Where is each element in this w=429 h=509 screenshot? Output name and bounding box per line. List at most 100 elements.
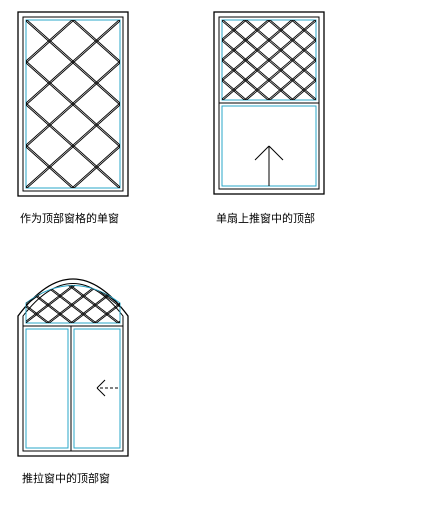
lattice-bar-up: [388, 0, 429, 120]
lattice-bar-down: [26, 285, 75, 323]
lattice-bar-up: [103, 0, 362, 120]
lattice-bar-up: [222, 20, 269, 60]
lattice-bar-down: [26, 285, 120, 323]
lattice-bar-up: [0, 0, 221, 120]
lattice-bar-up: [222, 20, 293, 80]
lattice-bar-down: [213, 0, 429, 356]
lattice-bar-down: [116, 285, 120, 323]
lattice-bar-down: [71, 285, 120, 323]
lattice-bar-down: [0, 0, 25, 356]
window-3-outer-frame: [17, 278, 129, 457]
window-1-lattice: [0, 0, 429, 356]
lattice-bar-up: [212, 160, 429, 342]
lattice-bar-up: [59, 0, 318, 120]
lattice-bar-down: [0, 0, 221, 220]
lattice-bar-down: [0, 0, 213, 356]
lattice-bar-down: [47, 285, 120, 323]
lattice-bar-down: [26, 60, 120, 146]
lattice-bar-up: [307, 0, 429, 230]
lattice-bar-down: [210, 250, 429, 432]
lattice-bar-down: [26, 285, 120, 323]
lattice-bar-down: [26, 146, 73, 188]
lattice-bar-down: [26, 285, 120, 323]
lattice-bar-up: [165, 160, 403, 342]
window-1-inner-frame: [22, 16, 124, 192]
lattice-bar-up: [26, 102, 120, 188]
lattice-bar-up: [213, 0, 429, 230]
lattice-bar-up: [364, 0, 429, 120]
lattice-bar-down: [0, 0, 244, 220]
lattice-bar-up: [338, 0, 429, 120]
lattice-bar-down: [26, 285, 49, 323]
lattice-bar-up: [142, 160, 380, 342]
lattice-bar-down: [356, 0, 429, 356]
lattice-bar-down: [26, 285, 120, 323]
lattice-bar-up: [222, 20, 224, 22]
lattice-bar-down: [362, 0, 429, 220]
lattice-bar-down: [165, 250, 403, 432]
lattice-bar-down: [26, 285, 120, 323]
lattice-bar-up: [9, 0, 268, 120]
lattice-bar-up: [26, 285, 120, 323]
lattice-bar-down: [290, 20, 316, 42]
lattice-bar-down: [189, 250, 427, 432]
lattice-bar-up: [290, 78, 316, 100]
lattice-bar-up: [385, 0, 429, 120]
lattice-bar-down: [222, 80, 246, 100]
lattice-bar-up: [187, 160, 425, 342]
lattice-bar-up: [356, 0, 429, 230]
window-1-caption: 作为顶部窗格的单窗: [20, 212, 119, 225]
lattice-bar-up: [26, 285, 120, 323]
lattice-bar-up: [0, 160, 25, 342]
lattice-bar-up: [71, 144, 120, 188]
lattice-bar-down: [73, 20, 120, 62]
window-3-left-glass: [25, 328, 69, 449]
lattice-bar-up: [267, 58, 316, 100]
lattice-bar-down: [262, 0, 429, 356]
lattice-bar-down: [222, 20, 316, 100]
lattice-bar-down: [118, 285, 120, 323]
lattice-bar-down: [222, 78, 248, 100]
lattice-bar-up: [140, 160, 378, 342]
lattice-bar-down: [26, 285, 120, 323]
lattice-bar-up: [315, 0, 429, 120]
lattice-bar-down: [411, 0, 429, 220]
lattice-bar-down: [212, 250, 429, 432]
window-2-caption: 单扇上推窗中的顶部: [216, 212, 315, 225]
window-1-outer-frame: [17, 11, 129, 197]
window-2-outer-frame: [213, 11, 325, 195]
lattice-bar-up: [362, 0, 429, 120]
lattice-bar-down: [307, 0, 429, 356]
lattice-bar-up: [210, 160, 429, 342]
lattice-bar-down: [269, 20, 316, 60]
window-2-upper-glass: [221, 19, 317, 101]
lattice-bar-up: [309, 0, 429, 230]
lattice-bar-down: [71, 20, 120, 64]
lattice-bar-down: [341, 0, 429, 220]
window-3-arched-sliding: [0, 160, 429, 457]
lattice-bar-down: [163, 250, 401, 432]
lattice-bar-down: [26, 285, 96, 323]
window-3-right-glass: [73, 328, 121, 449]
lattice-bar-up: [294, 0, 429, 120]
lattice-bar-down: [222, 20, 316, 100]
lattice-bar-down: [26, 285, 73, 323]
lattice-bar-down: [103, 0, 362, 220]
lattice-bar-up: [71, 285, 120, 323]
lattice-bar-down: [69, 285, 120, 323]
lattice-bar-down: [26, 20, 120, 104]
lattice-bar-down: [26, 285, 120, 323]
lattice-bar-down: [0, 250, 25, 432]
lattice-bar-down: [222, 60, 269, 100]
lattice-bar-down: [292, 20, 316, 40]
lattice-bar-up: [26, 104, 120, 188]
lattice-bar-down: [338, 0, 429, 220]
lattice-bar-up: [26, 285, 51, 323]
lattice-bar-down: [245, 20, 316, 80]
lattice-bar-down: [364, 0, 429, 220]
lattice-bar-up: [354, 0, 429, 230]
lattice-bar-up: [222, 20, 246, 40]
lattice-bar-down: [45, 285, 120, 323]
lattice-bar-up: [222, 20, 248, 42]
lattice-bar-up: [0, 0, 223, 120]
